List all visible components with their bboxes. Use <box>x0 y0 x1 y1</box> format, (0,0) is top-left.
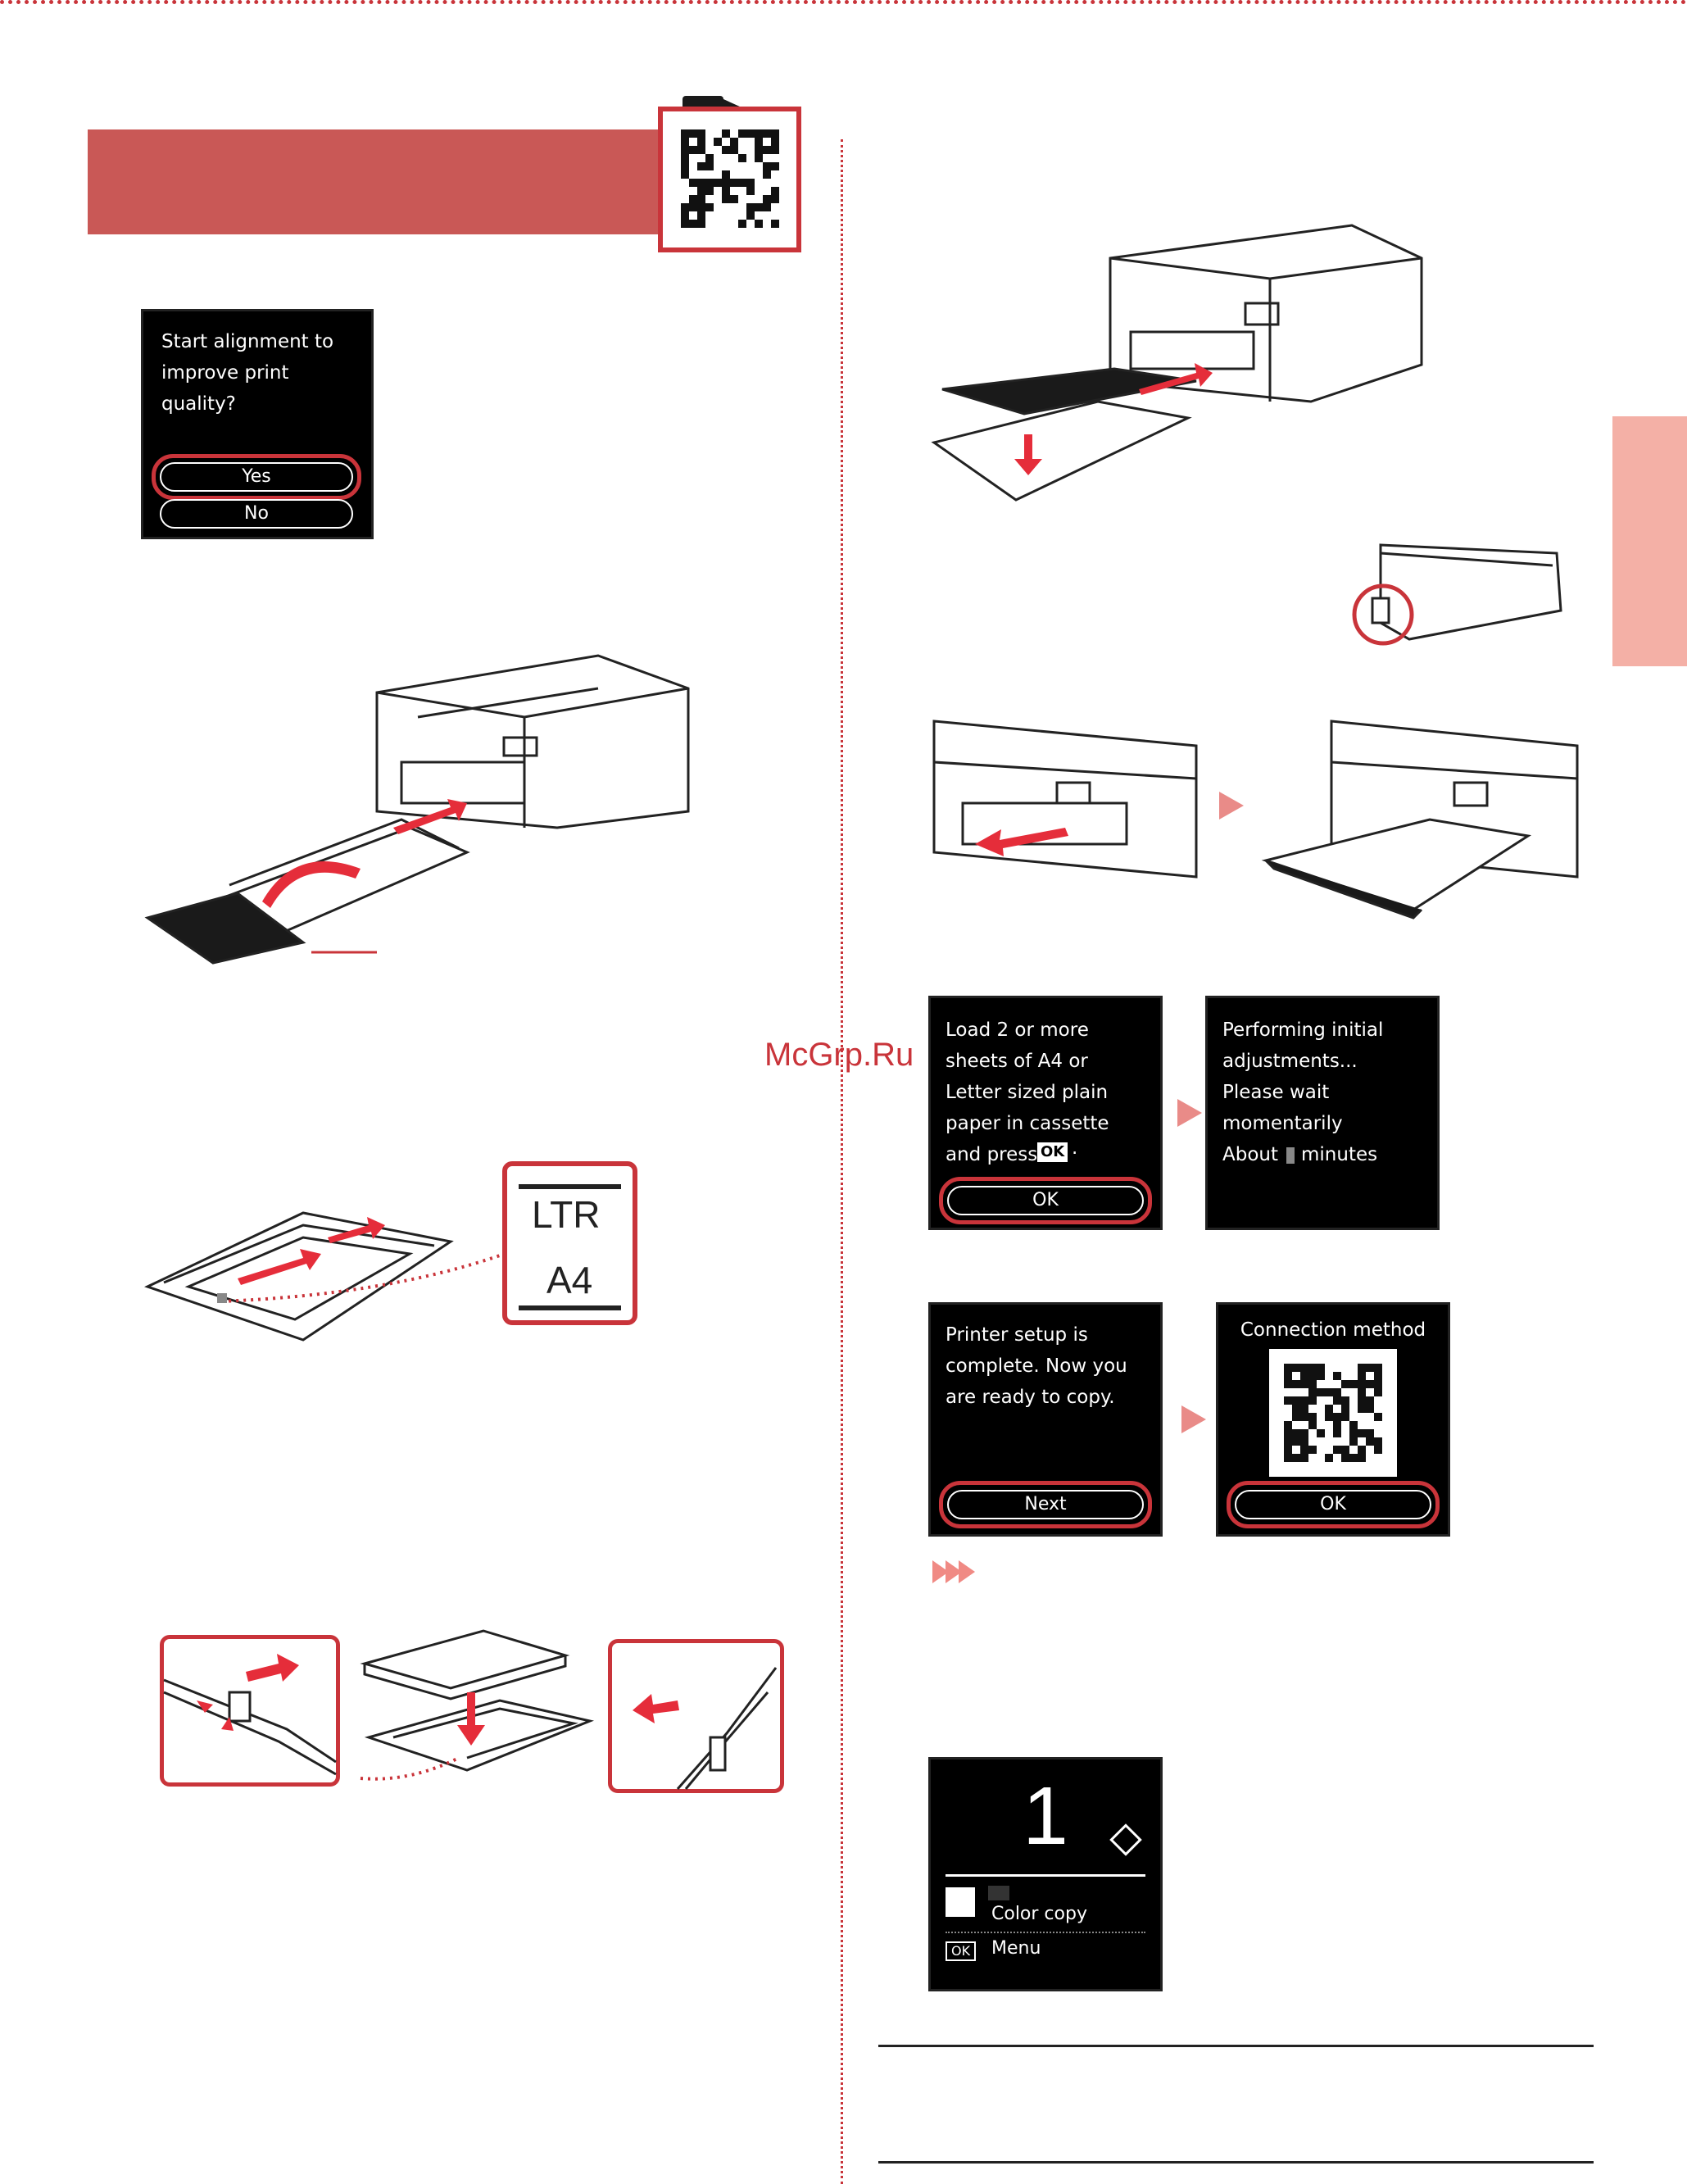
important-note-icon <box>932 1560 975 1587</box>
label-bottom-bar <box>519 1305 621 1310</box>
next-highlight-ring <box>939 1481 1152 1528</box>
printer-open-tray-illustration <box>932 720 1198 879</box>
qr-code-pattern <box>1284 1364 1382 1462</box>
printer-side-power-illustration <box>1352 543 1562 646</box>
copy-count: 1 <box>1023 1770 1068 1862</box>
printer-remove-cassette-illustration <box>144 654 690 965</box>
yes-button[interactable]: Yes <box>160 462 353 492</box>
setup-complete-text: Printer setup is complete. Now you are r… <box>946 1324 1127 1408</box>
connection-ok-button[interactable]: OK <box>1235 1490 1431 1519</box>
connection-ok-highlight-ring <box>1227 1481 1440 1528</box>
about-prefix: About <box>1222 1144 1279 1165</box>
paper-size-placeholder <box>988 1886 1009 1900</box>
period-text: . <box>1072 1137 1078 1159</box>
connection-method-title: Connection method <box>1240 1319 1426 1341</box>
ok-button[interactable]: OK <box>947 1186 1144 1215</box>
screen-divider <box>946 1874 1145 1877</box>
alignment-prompt-text: Start alignment to improve print quality… <box>161 331 334 415</box>
no-button[interactable]: No <box>160 499 353 529</box>
screen-dotted-divider <box>946 1932 1145 1935</box>
printer-screen-load-paper: Load 2 or more sheets of A4 or Letter si… <box>928 996 1163 1230</box>
next-button[interactable]: Next <box>947 1490 1144 1519</box>
ltr-label: LTR <box>532 1193 601 1236</box>
cassette-paper-guide-illustration <box>144 1211 501 1342</box>
a4-label: A4 <box>546 1259 593 1301</box>
menu-label: Menu <box>991 1938 1041 1959</box>
qr-code-pattern <box>681 129 779 228</box>
watermark-text: McGrp.Ru <box>764 1037 914 1073</box>
ok-key-icon: OK <box>946 1941 977 1961</box>
paper-size-label-callout: LTR A4 <box>502 1161 637 1325</box>
ok-key-icon: OK <box>1037 1142 1068 1162</box>
sequence-arrow-1 <box>1219 792 1244 820</box>
bottom-rule-top <box>878 2045 1594 2047</box>
top-dotted-border <box>0 0 1687 10</box>
printer-screen-connection-method: Connection method OK <box>1216 1302 1450 1537</box>
yes-highlight-ring <box>152 454 361 500</box>
color-copy-label: Color copy <box>991 1904 1087 1924</box>
load-paper-stack-illustration <box>360 1629 595 1781</box>
right-guide-callout <box>608 1639 784 1793</box>
left-guide-callout <box>160 1635 340 1787</box>
printer-screen-performing-adjustments: Performing initial adjustments... Please… <box>1205 996 1440 1230</box>
bottom-rule-bottom <box>878 2161 1594 2164</box>
column-divider <box>841 139 843 2184</box>
sequence-arrow-3 <box>1181 1405 1206 1433</box>
printer-screen-copy-standby: 1 Color copy OK Menu <box>928 1757 1163 1991</box>
sequence-arrow-2 <box>1177 1099 1202 1127</box>
performing-text: Performing initial adjustments... Please… <box>1222 1019 1384 1134</box>
label-top-bar <box>519 1184 621 1189</box>
ok-highlight-ring <box>939 1177 1152 1224</box>
connection-qr-code[interactable] <box>1269 1349 1397 1477</box>
printer-screen-alignment: Start alignment to improve print quality… <box>141 309 374 539</box>
copy-printer-icon <box>946 1887 975 1917</box>
printer-insert-cassette-illustration <box>931 224 1423 502</box>
video-qr-code[interactable] <box>658 107 801 252</box>
load-paper-text: Load 2 or more sheets of A4 or Letter si… <box>946 1019 1109 1165</box>
minutes-placeholder-box <box>1286 1147 1295 1164</box>
about-suffix: minutes <box>1301 1144 1378 1165</box>
section-header-banner <box>88 129 661 234</box>
language-side-tab <box>1612 416 1687 666</box>
printer-screen-setup-complete: Printer setup is complete. Now you are r… <box>928 1302 1163 1537</box>
printer-tray-extended-illustration <box>1261 720 1579 919</box>
